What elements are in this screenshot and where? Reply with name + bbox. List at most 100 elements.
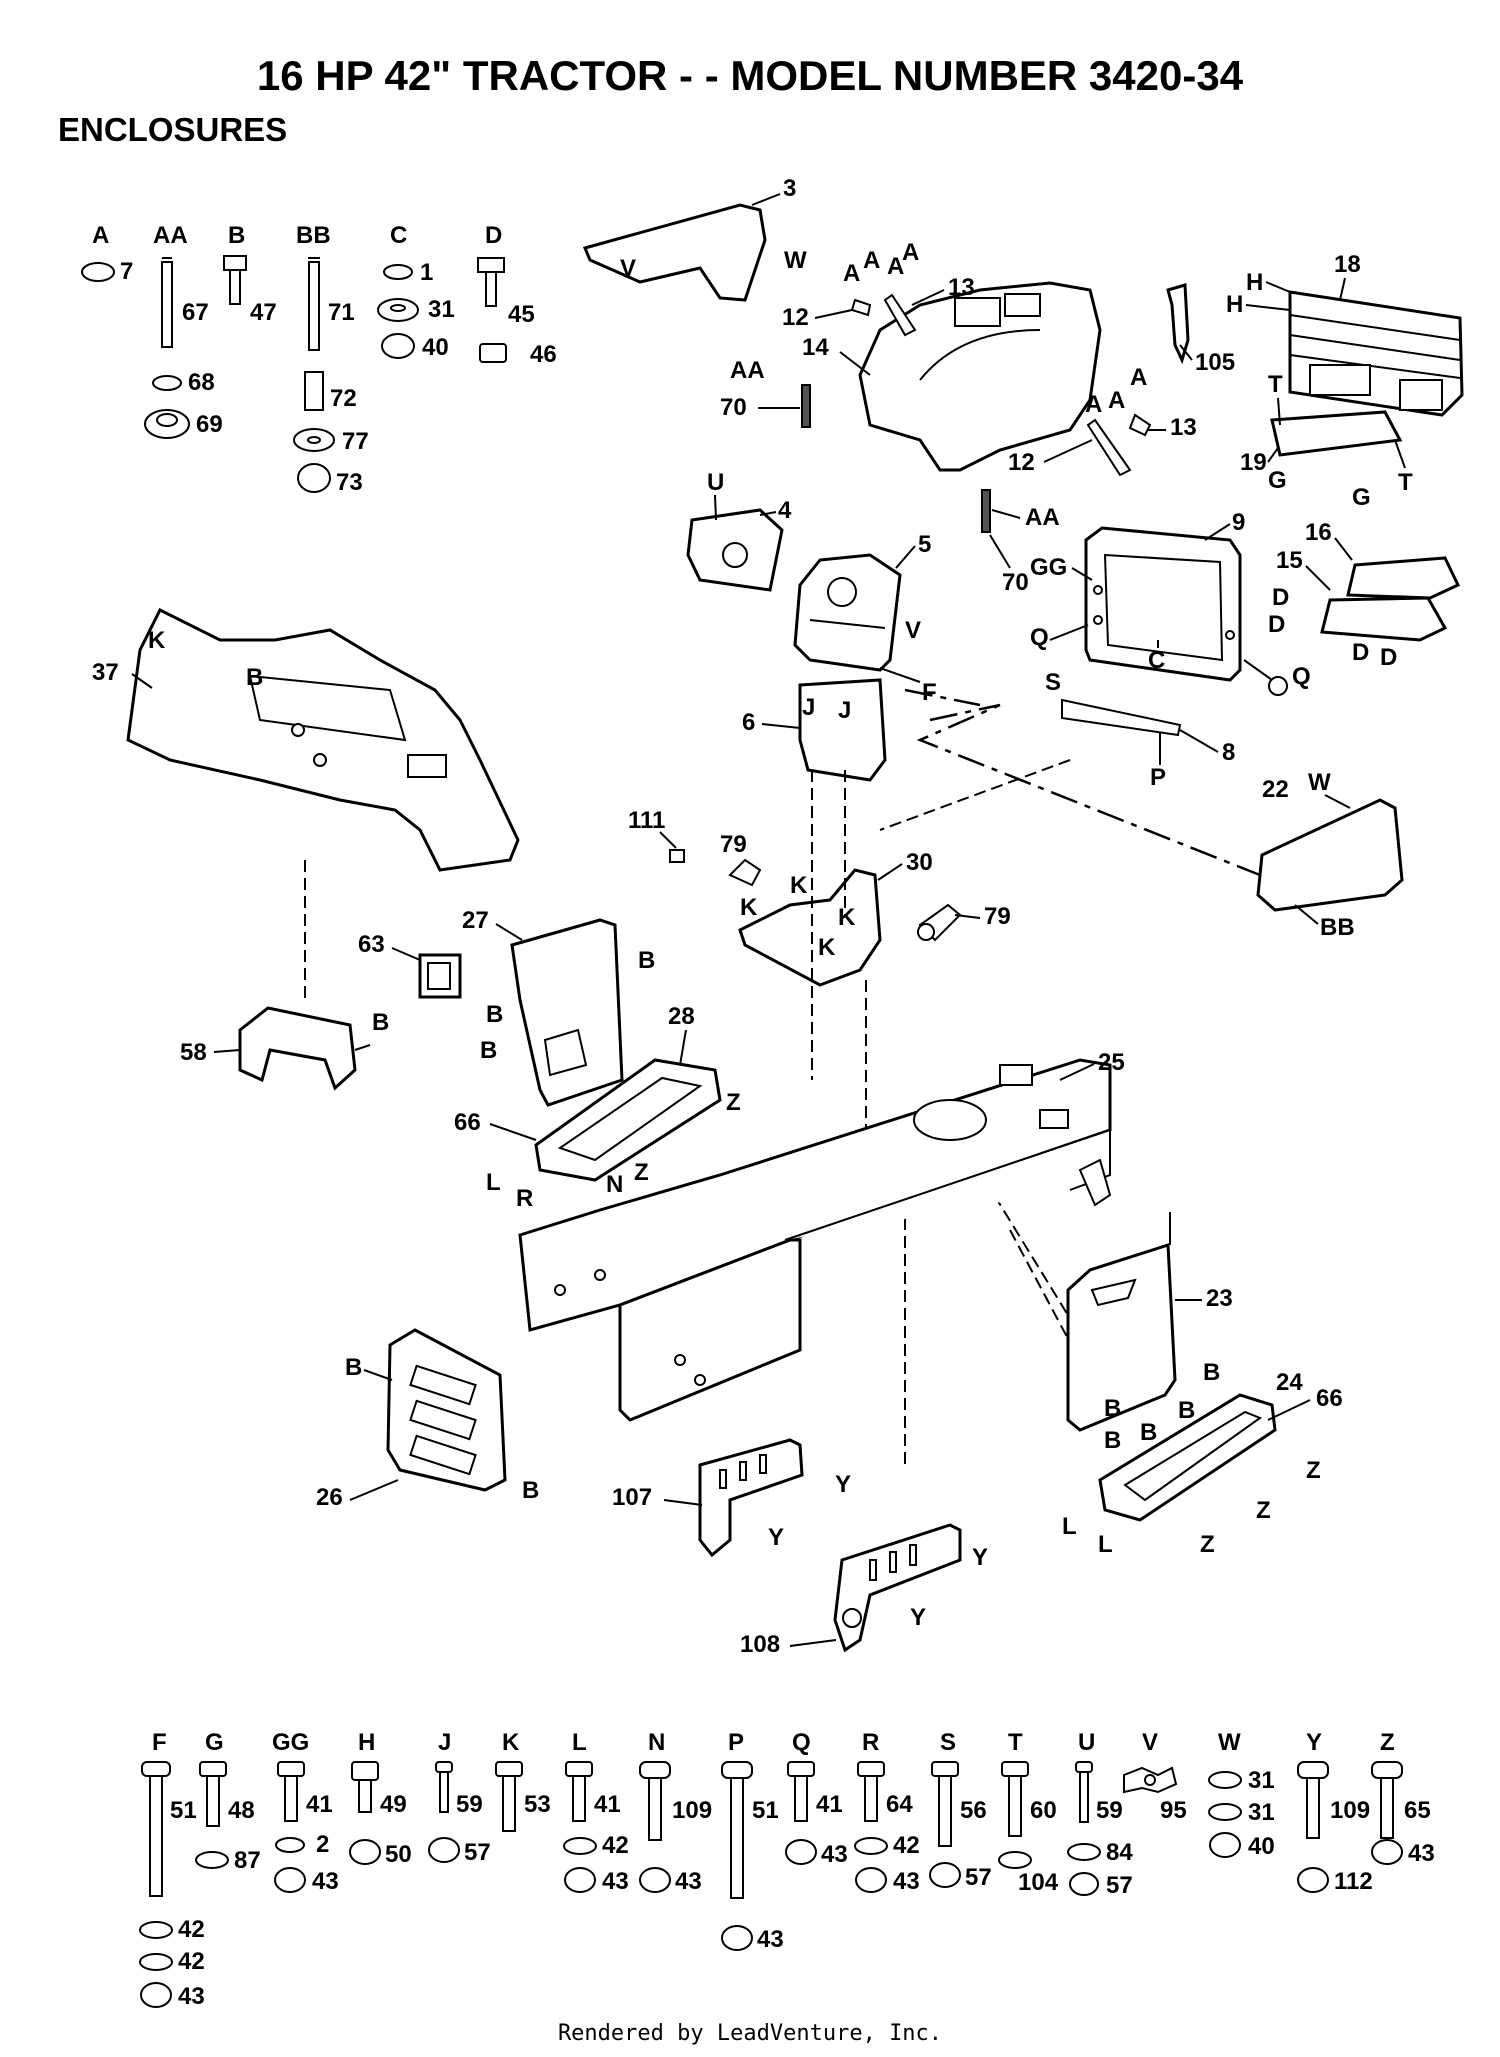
callout: 63 <box>358 931 385 958</box>
letter: J <box>802 694 815 721</box>
hw-part: 42 <box>602 1832 629 1859</box>
callout: 12 <box>1008 449 1035 476</box>
hw-part: 7 <box>120 258 133 285</box>
callout: 18 <box>1334 251 1361 278</box>
callout: 108 <box>740 1631 780 1658</box>
hw-part: 43 <box>757 1926 784 1953</box>
callout: 105 <box>1195 349 1235 376</box>
hw-part: 40 <box>422 334 449 361</box>
part-5-dash-housing: 5 V F <box>793 531 937 706</box>
parts-15-16-lights: 16 15 D D D D <box>1268 519 1461 671</box>
callout: 70 <box>720 394 747 421</box>
hw-part: 42 <box>893 1832 920 1859</box>
hw-part: 42 <box>178 1916 205 1943</box>
hw-key-AA: AA <box>153 222 188 249</box>
callout: 30 <box>906 849 933 876</box>
hw-part: 59 <box>456 1791 483 1818</box>
hw-part: 49 <box>380 1791 407 1818</box>
letter: B <box>345 1354 362 1381</box>
letter: AA <box>1025 504 1060 531</box>
letter: K <box>148 627 166 654</box>
callout: 4 <box>778 497 792 524</box>
callout: 79 <box>720 831 747 858</box>
hw-key-V: V <box>1142 1729 1158 1756</box>
hw-part: 50 <box>385 1841 412 1868</box>
letter: P <box>1150 764 1166 791</box>
callout: 66 <box>454 1109 481 1136</box>
hw-part: 73 <box>336 469 363 496</box>
part-6-bracket: J J 6 <box>742 678 887 782</box>
letter: V <box>620 255 636 282</box>
letter: V <box>905 617 921 644</box>
callout: 22 <box>1262 776 1289 803</box>
parts-107-108-brackets: 107 Y Y 108 Y Y <box>612 1438 988 1658</box>
letter: B <box>486 1001 503 1028</box>
parts-grille-18-19-105: 105 18 H H T 19 G G T <box>1166 251 1464 511</box>
hw-part: 109 <box>1330 1797 1370 1824</box>
letter: Z <box>1256 1497 1271 1524</box>
letter: B <box>1104 1395 1121 1422</box>
letter: S <box>1045 669 1061 696</box>
assembly-lines <box>811 688 1261 1470</box>
hw-part: 2 <box>316 1831 329 1858</box>
hw-part: 60 <box>1030 1797 1057 1824</box>
part-23-side-panel: 23 B B B B B <box>1066 1212 1233 1454</box>
letter: Z <box>1200 1531 1215 1558</box>
hw-part: 67 <box>182 299 209 326</box>
callout: 9 <box>1232 509 1245 536</box>
callout: 13 <box>1170 414 1197 441</box>
hw-part: 31 <box>1248 1799 1275 1826</box>
letter: B <box>480 1037 497 1064</box>
part-24-footrest: 24 66 Z Z Z L L <box>1062 1369 1343 1558</box>
hardware-key-bottom: F 51 42 42 43 G 48 87 GG 41 2 43 H 49 50 <box>139 1729 1435 2010</box>
hw-key-H: H <box>358 1729 375 1756</box>
letter: G <box>1268 467 1287 494</box>
letter: L <box>1062 1513 1077 1540</box>
letter: W <box>784 247 807 274</box>
hw-part: 104 <box>1018 1869 1059 1896</box>
letter: B <box>1140 1419 1157 1446</box>
hw-part: 48 <box>228 1797 255 1824</box>
hw-part: 72 <box>330 385 357 412</box>
letter: C <box>1148 647 1165 674</box>
letter: L <box>1098 1531 1113 1558</box>
part-28-footrest: 28 Z 66 L R N Z <box>454 1003 741 1212</box>
callout: 23 <box>1206 1285 1233 1312</box>
hw-part: 57 <box>1106 1872 1133 1899</box>
hw-part: 47 <box>250 299 277 326</box>
hw-part: 41 <box>594 1791 621 1818</box>
callout: 15 <box>1276 547 1303 574</box>
part-27-side-panel: 27 B B B <box>462 907 655 1107</box>
letter: K <box>740 894 758 921</box>
callout: 58 <box>180 1039 207 1066</box>
hw-part: 53 <box>524 1791 551 1818</box>
hw-key-J: J <box>438 1729 451 1756</box>
letter: Y <box>910 1604 926 1631</box>
hw-part: 41 <box>816 1791 843 1818</box>
letter: U <box>707 469 724 496</box>
footer-credit: Rendered by LeadVenture, Inc. <box>558 2021 942 2046</box>
hw-key-A: A <box>92 222 109 249</box>
hw-part: 1 <box>420 259 433 286</box>
hw-part: 43 <box>312 1868 339 1895</box>
hw-part: 71 <box>328 299 355 326</box>
callout: 6 <box>742 709 755 736</box>
callout: 8 <box>1222 739 1235 766</box>
part-63-clip: 63 <box>358 931 462 999</box>
letter: Y <box>835 1471 851 1498</box>
hw-part: 57 <box>464 1839 491 1866</box>
part-8-support: S P 8 <box>1045 669 1235 791</box>
letter: H <box>1246 269 1263 296</box>
callout: 16 <box>1305 519 1332 546</box>
hw-part: 43 <box>602 1868 629 1895</box>
callout: 24 <box>1276 1369 1303 1396</box>
part-9-frame: 9 GG Q C Q <box>1030 509 1311 696</box>
part-3-dash-panel: 3 V W <box>582 175 807 302</box>
hw-key-S: S <box>940 1729 956 1756</box>
letter: D <box>1352 639 1369 666</box>
hw-part: 65 <box>1404 1797 1431 1824</box>
letter: B <box>638 947 655 974</box>
letter: T <box>1268 371 1283 398</box>
hw-part: 31 <box>428 296 455 323</box>
